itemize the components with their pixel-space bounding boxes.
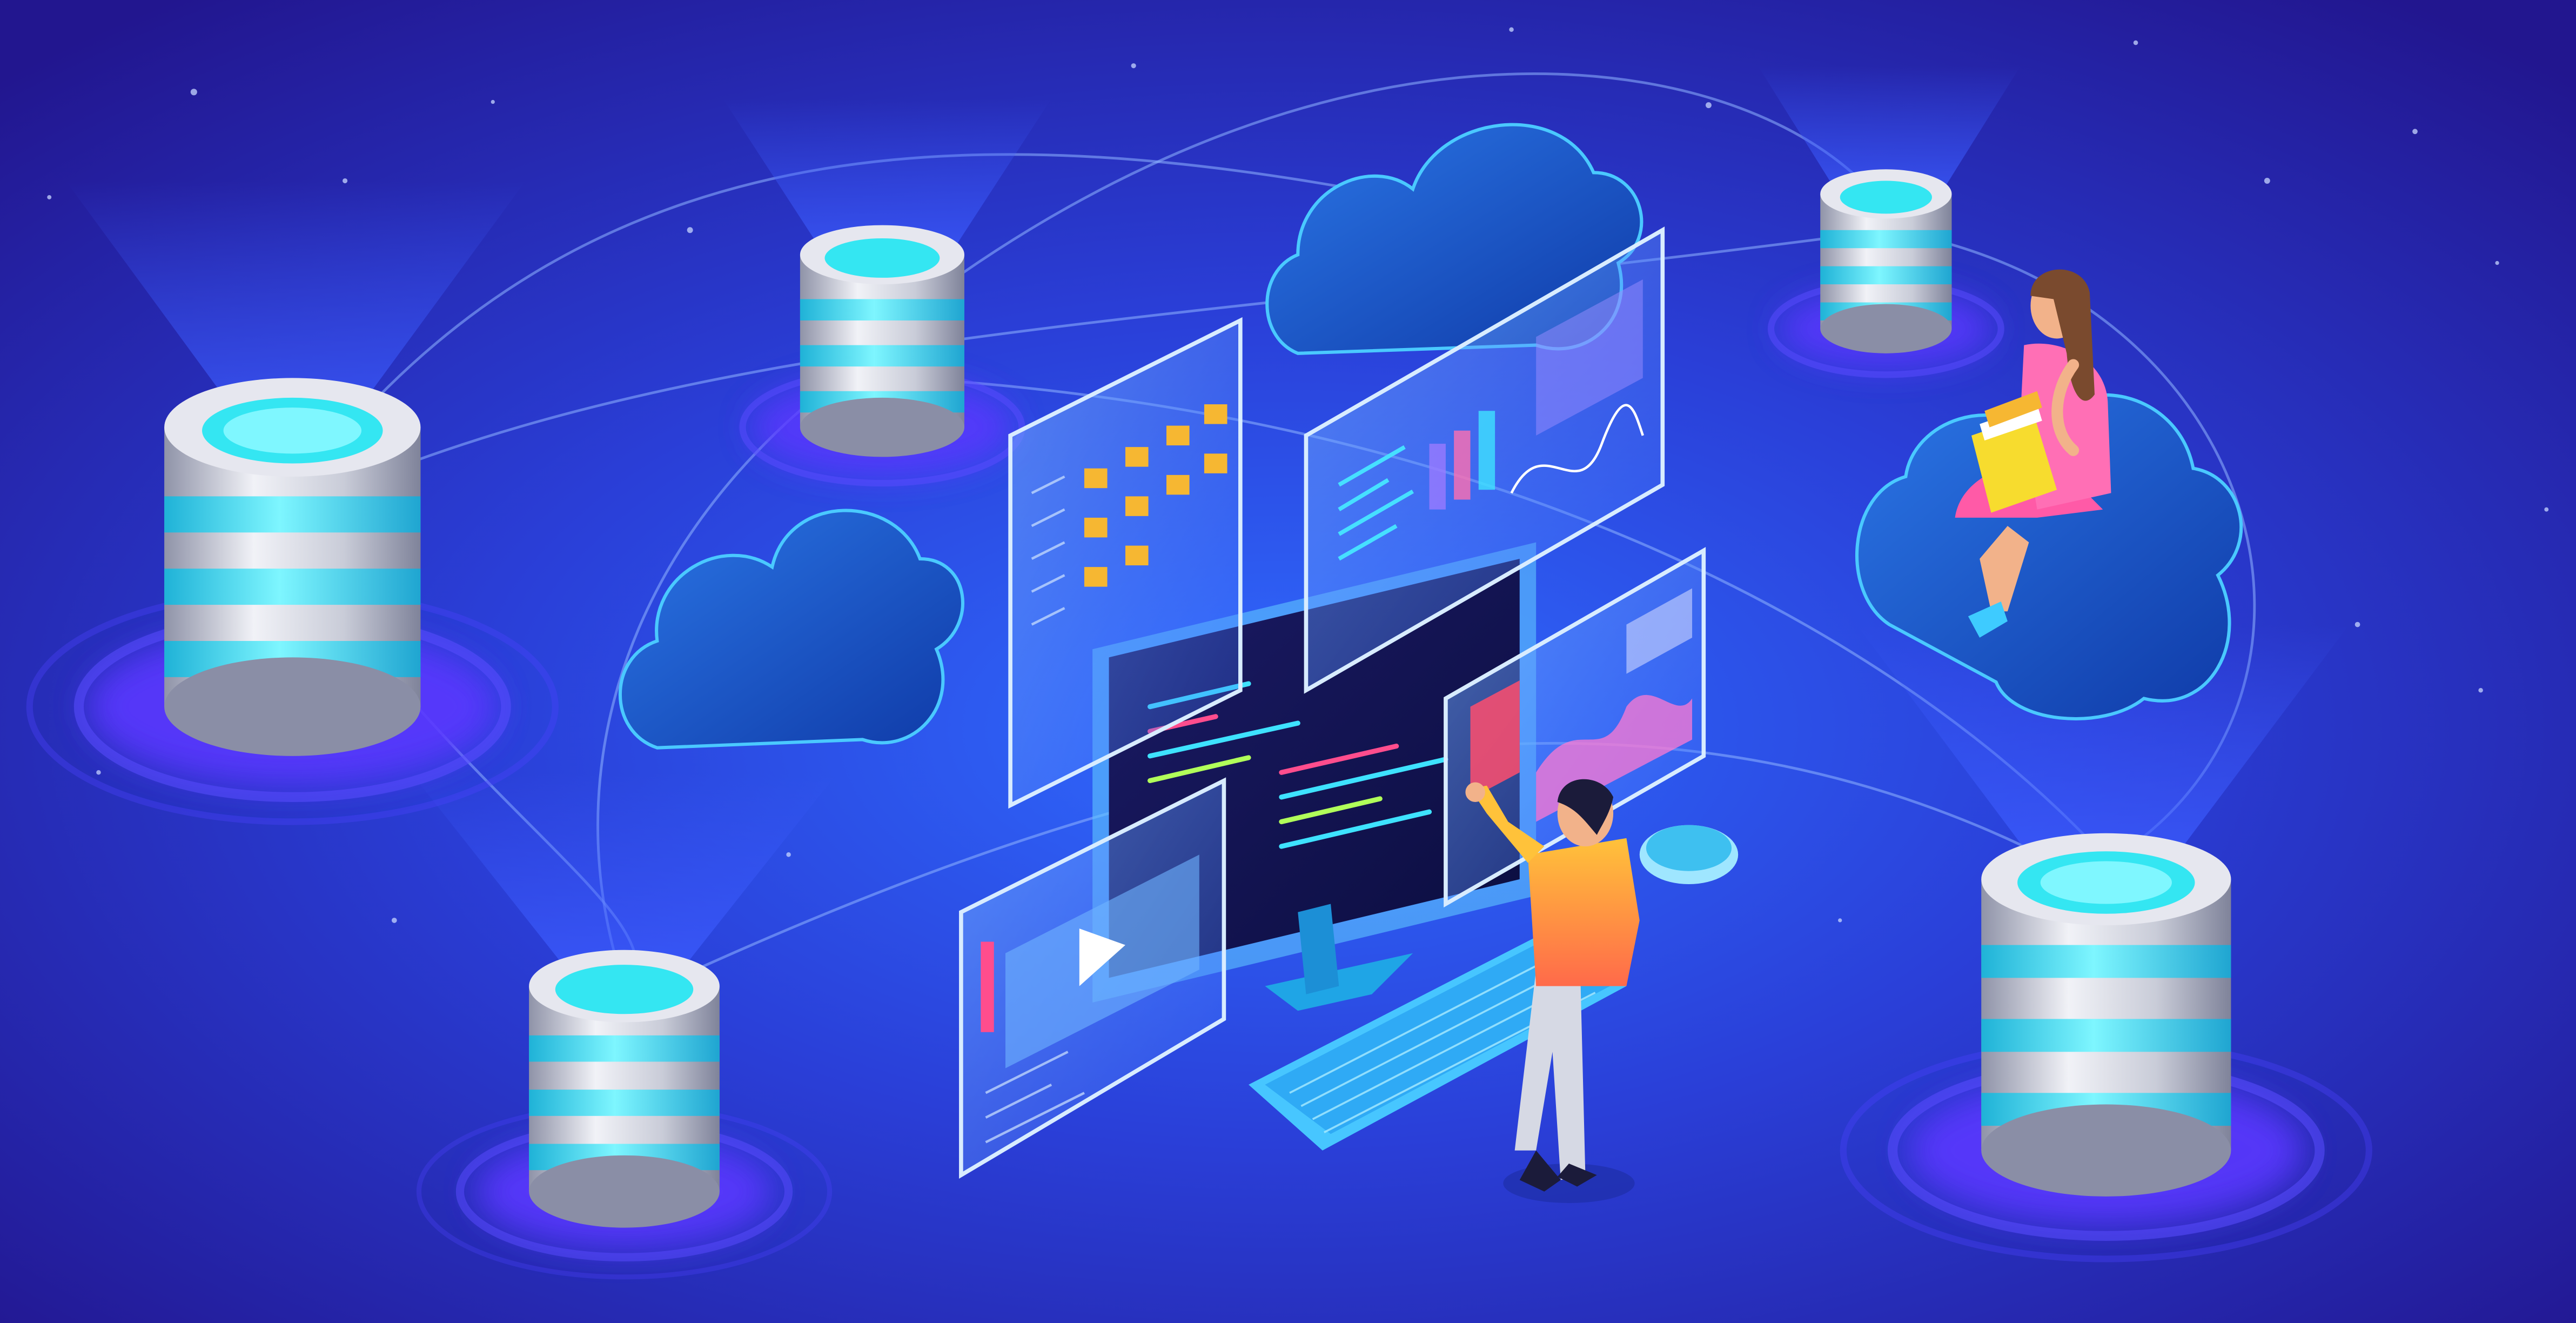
person-man-icon bbox=[1465, 779, 1640, 1204]
person-woman-icon bbox=[1955, 269, 2111, 638]
video-panel bbox=[959, 777, 1226, 1179]
database-server-icon bbox=[26, 378, 559, 825]
database-server-icon bbox=[416, 950, 833, 1280]
chart-panel-icon bbox=[1304, 226, 1665, 694]
folder-icon bbox=[1084, 404, 1227, 587]
mouse-icon bbox=[1639, 825, 1739, 885]
database-server-icon bbox=[1840, 833, 2372, 1262]
database-server-icon bbox=[1767, 169, 2004, 378]
cloud-icon bbox=[619, 509, 964, 750]
cloud-icon bbox=[1855, 393, 2243, 720]
book-stack-icon bbox=[1971, 391, 2057, 513]
database-server-icon bbox=[739, 225, 1025, 487]
folder-panel bbox=[1008, 317, 1243, 809]
video-play-icon bbox=[1079, 928, 1125, 986]
star-field bbox=[47, 27, 2549, 923]
server-beams bbox=[65, 65, 2350, 970]
